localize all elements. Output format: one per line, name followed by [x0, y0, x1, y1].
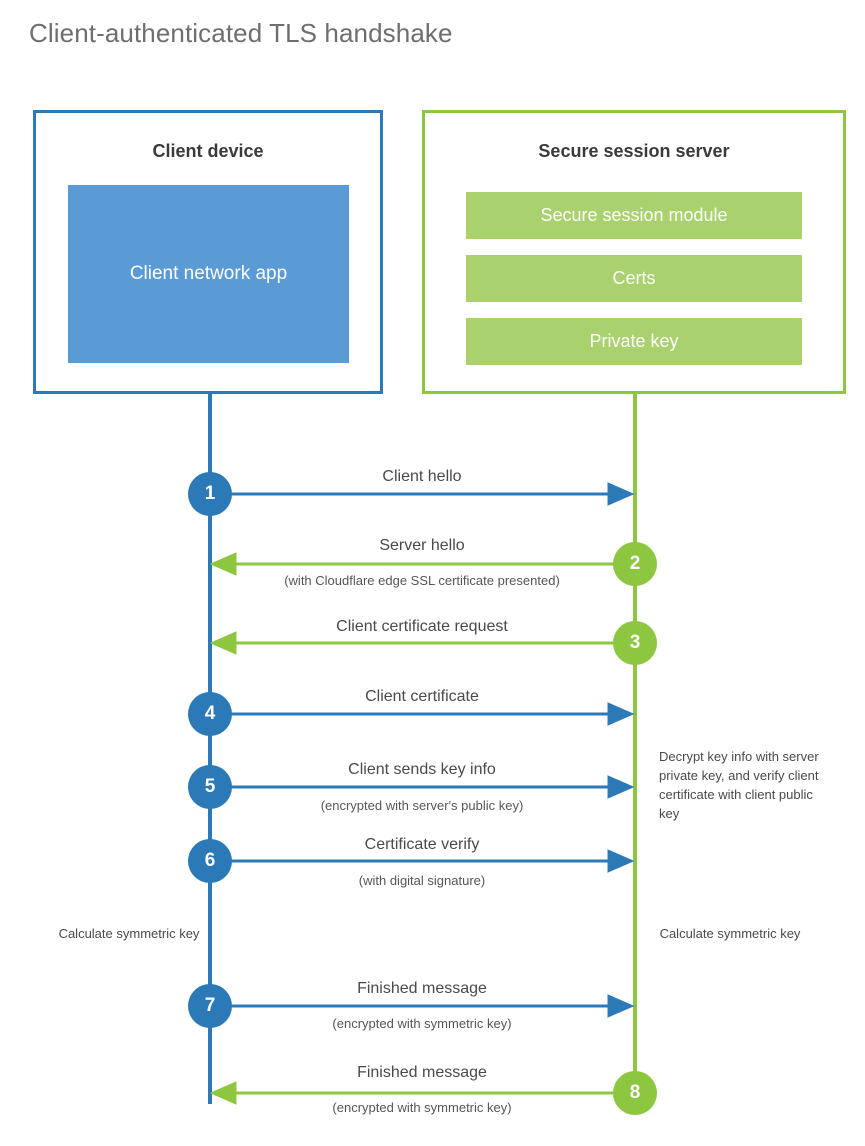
message-label-6: Certificate verify [364, 836, 480, 853]
message-label-1: Client hello [382, 468, 462, 485]
step-circle-4[interactable]: 4 [188, 692, 232, 736]
client-lifeline [208, 394, 212, 1104]
server-calculate-symmetric-key-annotation: Calculate symmetric key [659, 926, 801, 941]
message-label-2: Server hello [379, 537, 465, 554]
message-label-4: Client certificate [365, 688, 479, 705]
page-title: Client-authenticated TLS handshake [29, 18, 453, 48]
step-circle-6[interactable]: 6 [188, 839, 232, 883]
message-sub-5: (encrypted with server's public key) [320, 798, 524, 813]
message-sub-2: (with Cloudflare edge SSL certificate pr… [284, 573, 560, 588]
client-device-box: Client device Client network app [33, 110, 383, 394]
server-lifeline [633, 394, 637, 1094]
server-component-secure-session-module: Secure session module [466, 192, 802, 239]
message-label-5: Client sends key info [348, 761, 496, 778]
step-circle-3[interactable]: 3 [613, 621, 657, 665]
secure-session-server-title: Secure session server [538, 141, 730, 161]
step-circle-8[interactable]: 8 [613, 1071, 657, 1115]
message-sub-6: (with digital signature) [358, 873, 486, 888]
client-calculate-symmetric-key-annotation: Calculate symmetric key [58, 926, 200, 941]
server-component-private-key: Private key [466, 318, 802, 365]
secure-session-server-box: Secure session server Secure session mod… [422, 110, 846, 394]
client-network-app-block: Client network app [68, 185, 349, 363]
message-label-8: Finished message [357, 1064, 487, 1081]
message-label-7: Finished message [357, 980, 487, 997]
step-circle-5[interactable]: 5 [188, 765, 232, 809]
server-component-certs: Certs [466, 255, 802, 302]
step-circle-7[interactable]: 7 [188, 984, 232, 1028]
step-circle-2[interactable]: 2 [613, 542, 657, 586]
server-decrypt-annotation: Decrypt key info with server private key… [659, 749, 819, 821]
message-sub-7: (encrypted with symmetric key) [332, 1016, 512, 1031]
client-device-title: Client device [152, 141, 264, 161]
step-circle-1[interactable]: 1 [188, 472, 232, 516]
message-sub-8: (encrypted with symmetric key) [332, 1100, 512, 1115]
message-label-3: Client certificate request [336, 618, 508, 635]
